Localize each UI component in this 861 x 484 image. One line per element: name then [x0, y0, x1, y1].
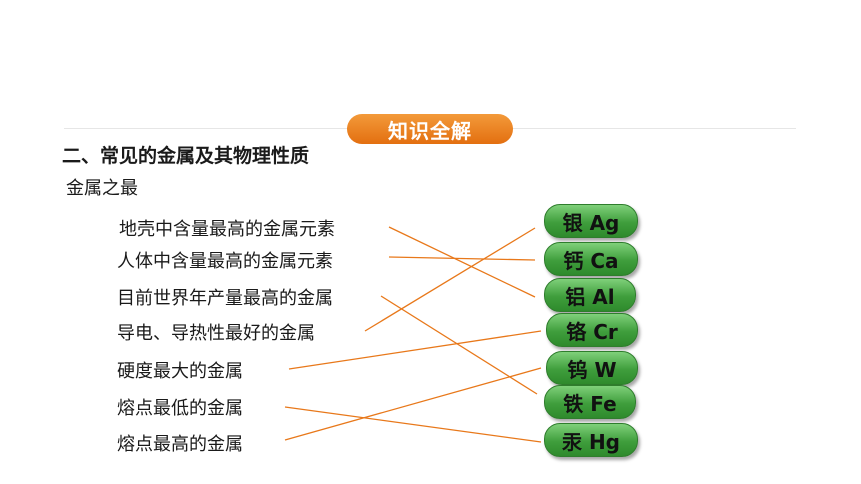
connector-line-1	[388, 226, 536, 298]
connector-line-5	[288, 330, 542, 370]
metal-pill-w: 钨 W	[546, 351, 638, 385]
connector-line-7	[284, 367, 542, 441]
connector-line-6	[284, 406, 542, 443]
subtitle: 金属之最	[66, 178, 138, 199]
list-item: 目前世界年产量最高的金属	[117, 288, 333, 309]
connector-line-2	[388, 256, 536, 261]
metal-pill-fe: 铁 Fe	[544, 385, 636, 419]
knowledge-badge: 知识全解	[347, 114, 513, 144]
list-item: 人体中含量最高的金属元素	[117, 251, 333, 272]
metal-pill-ca: 钙 Ca	[544, 242, 638, 276]
metal-pill-ag: 银 Ag	[544, 204, 638, 238]
metal-pill-hg: 汞 Hg	[544, 423, 638, 457]
list-item: 熔点最高的金属	[117, 434, 243, 455]
list-item: 硬度最大的金属	[117, 361, 243, 382]
list-item: 导电、导热性最好的金属	[117, 323, 315, 344]
section-title: 二、常见的金属及其物理性质	[62, 145, 310, 167]
metal-pill-cr: 铬 Cr	[546, 313, 638, 347]
connector-line-3	[380, 295, 538, 395]
list-item: 熔点最低的金属	[117, 398, 243, 419]
metal-pill-al: 铝 Al	[544, 278, 636, 312]
connector-line-4	[364, 227, 536, 332]
list-item: 地壳中含量最高的金属元素	[119, 219, 335, 240]
